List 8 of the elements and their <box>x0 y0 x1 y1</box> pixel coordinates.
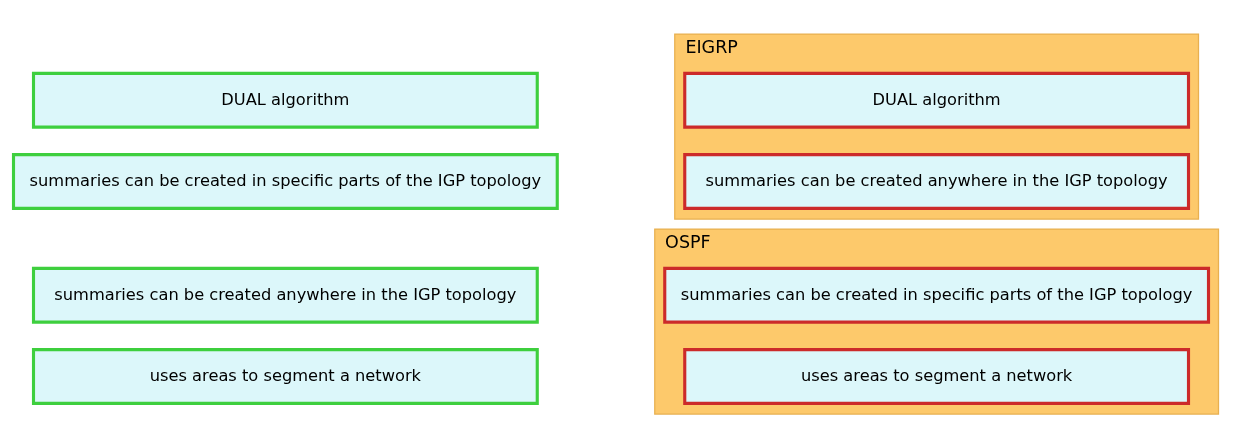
node-box: summaries can be created anywhere in the IGP topology <box>31 266 539 324</box>
node-box: uses areas to segment a network <box>683 347 1191 405</box>
node-box: summaries can be created anywhere in the IGP topology <box>683 152 1191 210</box>
node-box: DUAL algorithm <box>31 71 539 129</box>
node-box: uses areas to segment a network <box>31 347 539 405</box>
node-box: summaries can be created in specific parts of the IGP topology <box>663 266 1211 324</box>
node-box: summaries can be created in specific parts of the IGP topology <box>11 152 559 210</box>
node-box: DUAL algorithm <box>683 71 1191 129</box>
